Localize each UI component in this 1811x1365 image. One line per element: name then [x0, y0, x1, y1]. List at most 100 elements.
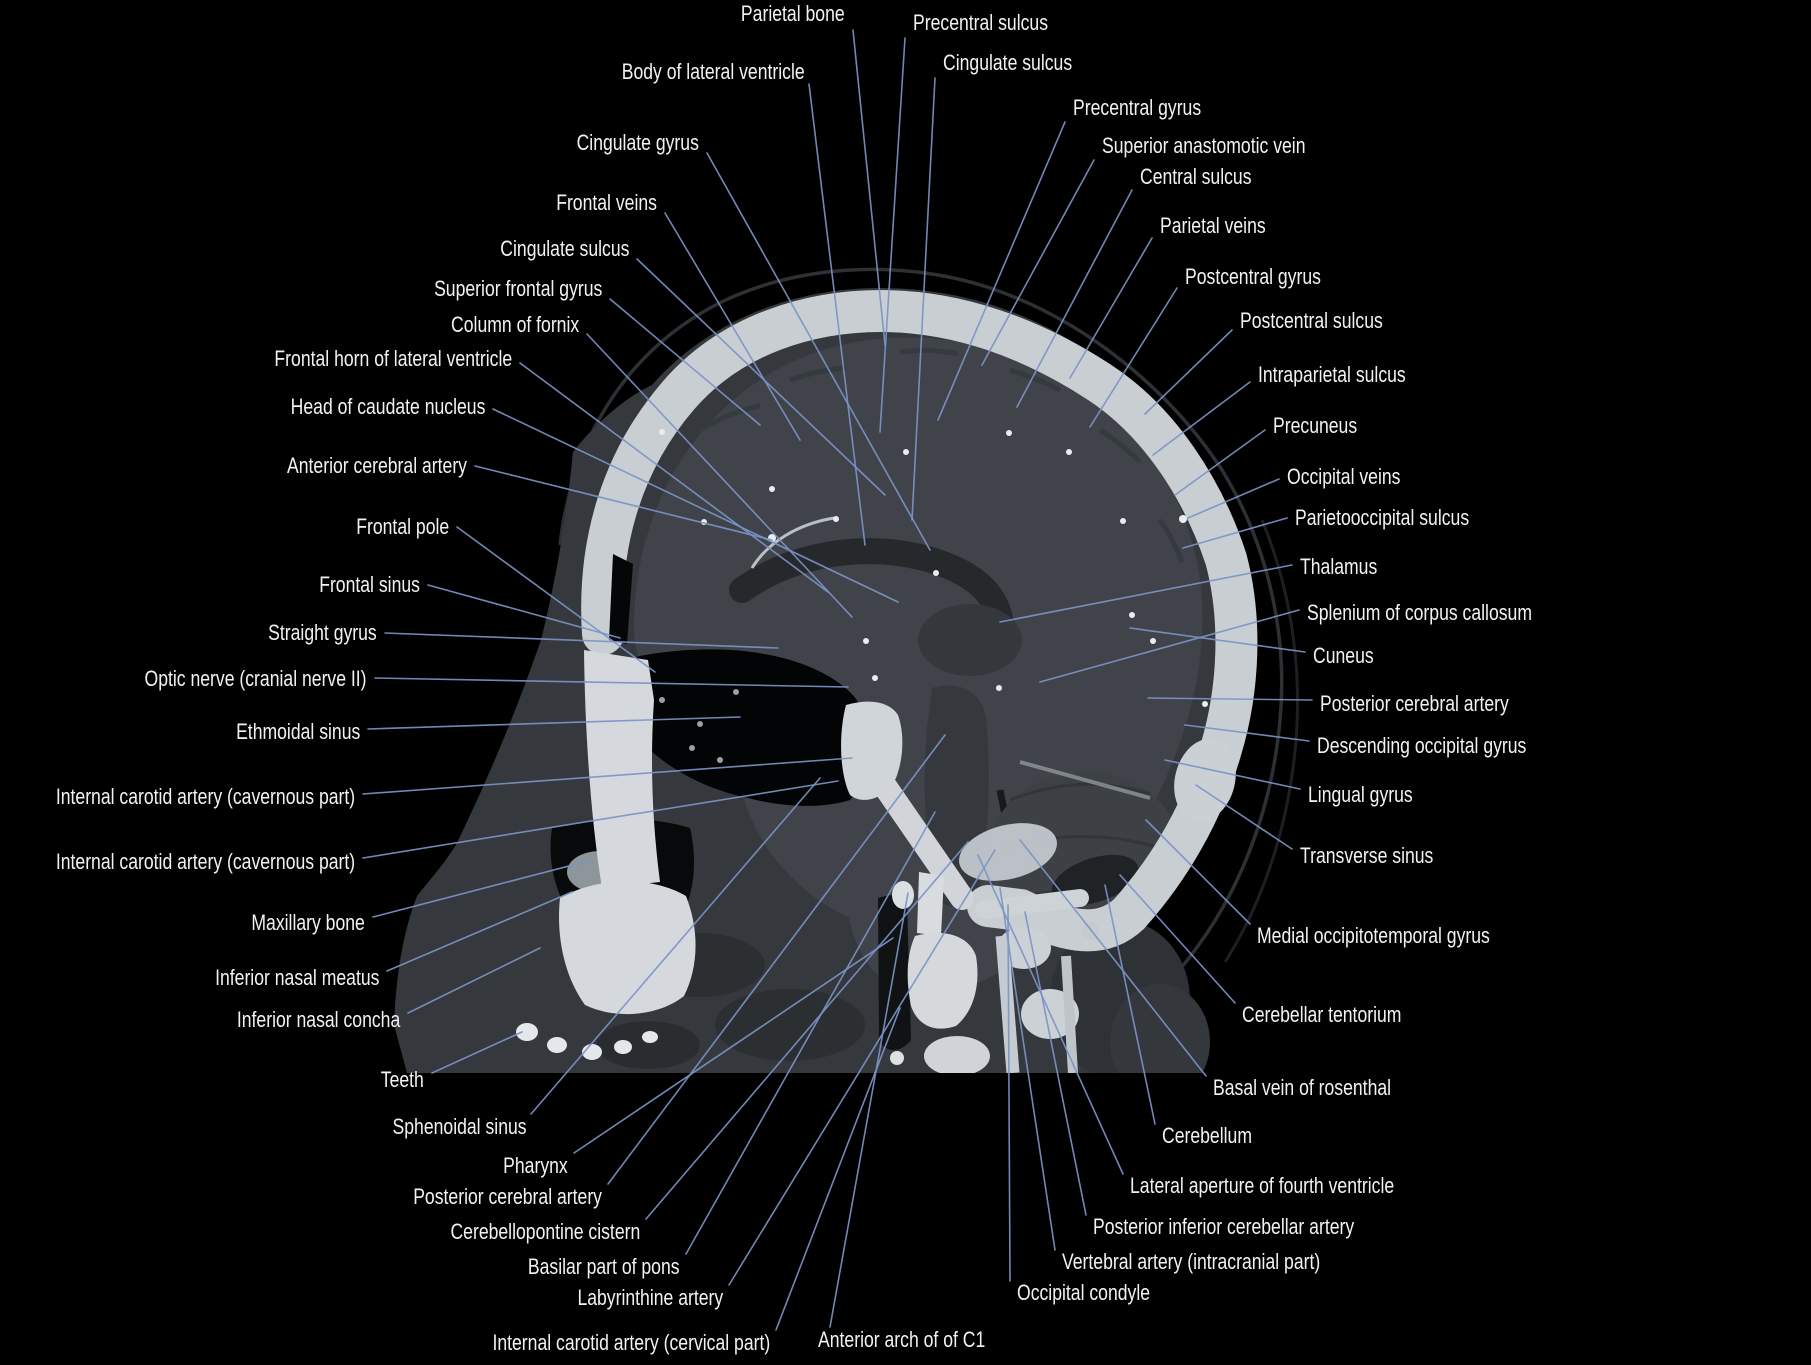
leader-line-posterior-cerebral-artery-right [1147, 697, 1313, 701]
leader-line-sphenoidal-sinus [530, 777, 821, 1115]
leader-line-precentral-gyrus [937, 121, 1066, 421]
label-central-sulcus: Central sulcus [1140, 164, 1252, 189]
leader-line-central-sulcus [1016, 189, 1133, 408]
label-splenium-of-corpus-callosum: Splenium of corpus callosum [1307, 600, 1532, 625]
label-posterior-cerebral-artery-right: Posterior cerebral artery [1320, 691, 1509, 716]
leader-line-vertebral-artery-intracranial [999, 887, 1056, 1251]
scalp-contour-lines [558, 267, 1300, 1010]
label-posterior-inferior-cerebellar-artery: Posterior inferior cerebellar artery [1093, 1214, 1355, 1239]
leader-line-cerebellar-tentorium [1119, 874, 1236, 1004]
leader-line-occipital-veins [1187, 478, 1280, 519]
neck-vessel-2 [1061, 955, 1078, 1073]
anterior-cerebral-artery-vessel [750, 516, 835, 569]
leader-line-medial-occipitotemporal-gyrus [1145, 819, 1251, 925]
label-intraparietal-sulcus: Intraparietal sulcus [1258, 362, 1406, 387]
label-column-of-fornix: Column of fornix [450, 312, 579, 337]
label-cingulate-sulcus-left: Cingulate sulcus [499, 236, 629, 261]
label-cerebellar-tentorium: Cerebellar tentorium [1242, 1002, 1402, 1027]
leader-line-cingulate-sulcus-upper [911, 77, 936, 521]
label-superior-anastomotic-vein: Superior anastomotic vein [1102, 133, 1306, 158]
label-lingual-gyrus: Lingual gyrus [1308, 782, 1413, 807]
label-transverse-sinus: Transverse sinus [1300, 843, 1434, 868]
leader-line-descending-occipital-gyrus [1184, 724, 1310, 742]
occipital-condyle-bone [975, 889, 1089, 919]
label-postcentral-gyrus: Postcentral gyrus [1185, 264, 1321, 289]
neck-vessel-1 [995, 935, 1020, 1073]
label-thalamus: Thalamus [1300, 554, 1378, 579]
label-head-of-caudate-nucleus: Head of caudate nucleus [290, 394, 485, 419]
leader-line-teeth [431, 1031, 523, 1074]
facial-structures [516, 554, 1057, 1065]
label-parietooccipital-sulcus: Parietooccipital sulcus [1295, 505, 1470, 530]
leader-line-intraparietal-sulcus [1152, 381, 1251, 456]
leader-line-parietooccipital-sulcus [1182, 517, 1288, 549]
leader-line-optic-nerve-cranial-nerve-ii [374, 677, 849, 688]
label-cingulate-sulcus-upper: Cingulate sulcus [943, 50, 1073, 75]
leader-line-anterior-cerebral-artery [474, 465, 773, 541]
label-ethmoidal-sinus: Ethmoidal sinus [235, 719, 360, 744]
leader-line-frontal-veins [664, 212, 801, 441]
leader-line-column-of-fornix [586, 333, 853, 618]
c1-anterior-arch-bone [892, 881, 914, 909]
label-pharynx: Pharynx [503, 1153, 568, 1178]
leader-line-labyrinthine-artery [728, 849, 996, 1286]
label-internal-carotid-artery-cervical: Internal carotid artery (cervical part) [492, 1330, 770, 1355]
leader-line-postcentral-gyrus [1089, 287, 1178, 428]
leader-line-frontal-sinus [427, 584, 621, 639]
orbital-ethmoid-sphenoid-air [607, 649, 868, 806]
leader-line-parietal-bone [852, 29, 886, 346]
leader-line-precentral-sulcus [879, 37, 906, 433]
label-frontal-horn-of-lateral-ventricle: Frontal horn of lateral ventricle [274, 346, 512, 371]
label-teeth: Teeth [380, 1067, 424, 1092]
leader-line-occipital-condyle [1007, 904, 1011, 1282]
leader-line-superior-frontal-gyrus [609, 298, 761, 426]
frontal-sinus-air [609, 554, 633, 644]
leader-line-cingulate-gyrus [706, 152, 931, 551]
label-straight-gyrus: Straight gyrus [268, 620, 377, 645]
label-labyrinthine-artery: Labyrinthine artery [577, 1285, 723, 1310]
lateral-ventricle-band [729, 538, 1015, 653]
leader-line-basilar-part-of-pons [685, 811, 936, 1255]
c2-body-bone [907, 932, 978, 1029]
label-anterior-cerebral-artery: Anterior cerebral artery [287, 453, 467, 478]
leader-line-lingual-gyrus [1164, 759, 1301, 790]
teeth-shapes [642, 1031, 658, 1043]
leader-line-postcentral-sulcus [1144, 329, 1233, 415]
dens-bone [917, 872, 944, 936]
leader-line-posterior-inferior-cerebellar-artery [1024, 911, 1087, 1216]
label-postcentral-sulcus: Postcentral sulcus [1240, 308, 1383, 333]
tentorium-streak [1019, 760, 1151, 800]
label-maxillary-bone: Maxillary bone [251, 910, 365, 935]
label-occipital-veins: Occipital veins [1287, 464, 1401, 489]
nasal-frontal-bone [584, 650, 660, 888]
leader-line-frontal-pole [456, 526, 656, 673]
label-inferior-nasal-concha: Inferior nasal concha [236, 1007, 400, 1032]
label-superior-frontal-gyrus: Superior frontal gyrus [433, 276, 602, 301]
label-internal-carotid-artery-cavernous-2: Internal carotid artery (cavernous part) [55, 849, 355, 874]
leader-line-cerebellum [1104, 884, 1156, 1125]
label-descending-occipital-gyrus: Descending occipital gyrus [1317, 733, 1527, 758]
label-sphenoidal-sinus: Sphenoidal sinus [392, 1114, 527, 1139]
label-cuneus: Cuneus [1313, 643, 1374, 668]
label-cingulate-gyrus: Cingulate gyrus [576, 130, 699, 155]
label-basal-vein-of-rosenthal: Basal vein of rosenthal [1213, 1075, 1392, 1100]
leader-line-inferior-nasal-meatus [386, 891, 573, 972]
leader-line-superior-anastomotic-vein [981, 159, 1095, 366]
leader-line-head-of-caudate-nucleus [492, 408, 899, 603]
leader-line-basal-vein-of-rosenthal [1019, 839, 1207, 1077]
leader-line-internal-carotid-artery-cavernous-2 [362, 780, 839, 859]
label-posterior-cerebral-artery-left: Posterior cerebral artery [413, 1184, 602, 1209]
leader-line-cuneus [1129, 627, 1306, 653]
leader-line-frontal-horn-of-lateral-ventricle [519, 362, 829, 593]
leader-line-internal-carotid-artery-cavernous-1 [362, 757, 853, 795]
label-inferior-nasal-meatus: Inferior nasal meatus [214, 965, 379, 990]
leader-line-parietal-veins [1069, 237, 1153, 379]
leader-line-cingulate-sulcus-left [636, 258, 886, 496]
leader-line-posterior-cerebral-artery-left [607, 734, 946, 1185]
leader-line-straight-gyrus [384, 632, 779, 649]
label-cerebellopontine-cistern: Cerebellopontine cistern [450, 1219, 640, 1244]
label-body-of-lateral-ventricle: Body of lateral ventricle [622, 59, 805, 84]
leader-line-inferior-nasal-concha [407, 947, 541, 1014]
